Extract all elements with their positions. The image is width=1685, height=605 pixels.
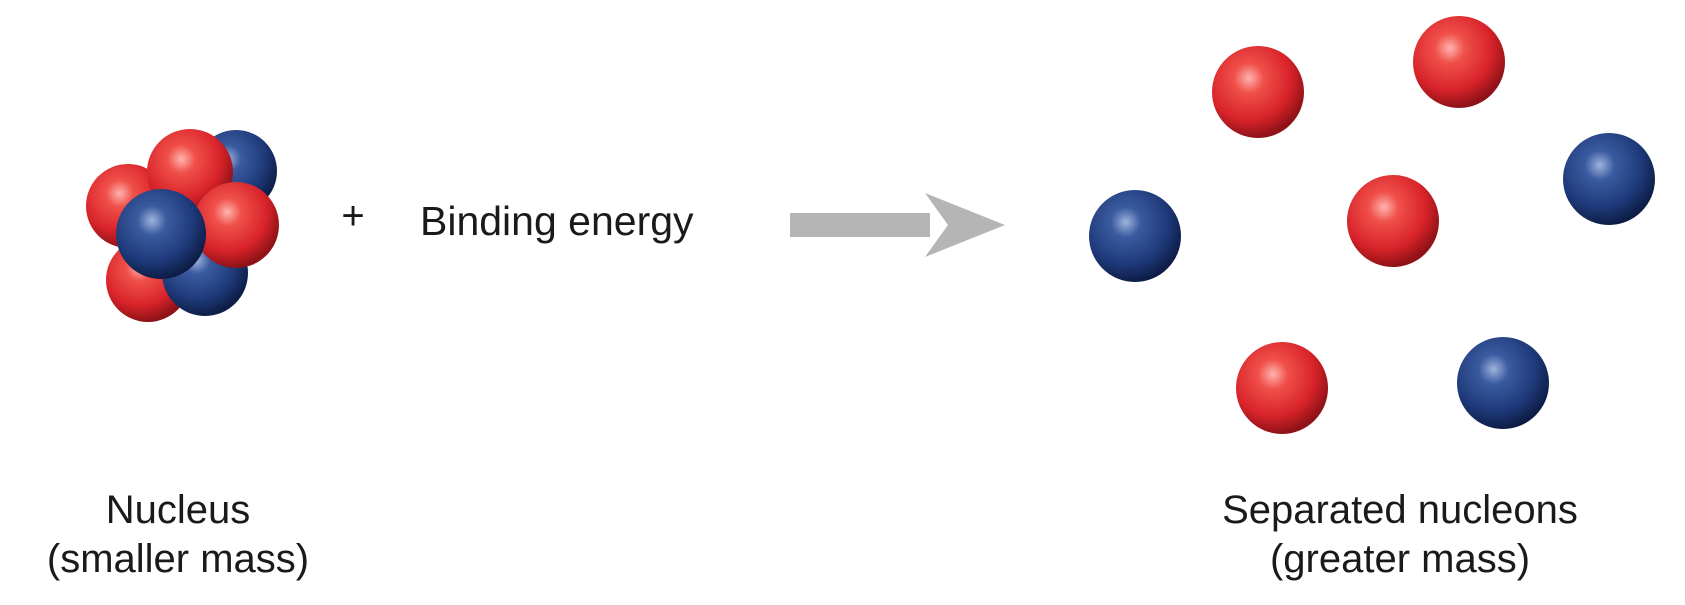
proton-sphere bbox=[1212, 46, 1304, 138]
proton-sphere bbox=[1347, 175, 1439, 267]
separated-nucleons bbox=[1089, 16, 1655, 434]
separated-nucleons-caption-line1: Separated nucleons bbox=[1222, 488, 1578, 532]
separated-nucleons-caption-line2: (greater mass) bbox=[1269, 536, 1531, 581]
proton-sphere bbox=[1236, 342, 1328, 434]
binding-energy-label: Binding energy bbox=[420, 198, 694, 244]
proton-sphere bbox=[1413, 16, 1505, 108]
plus-sign: + bbox=[341, 194, 365, 238]
nucleus-caption-line2: (smaller mass) bbox=[46, 536, 310, 581]
right-arrow-icon bbox=[790, 193, 1005, 257]
nucleus-caption: Nucleus (smaller mass) bbox=[18, 486, 338, 584]
nucleus-cluster bbox=[86, 129, 279, 322]
nucleus-caption-line1: Nucleus bbox=[105, 488, 251, 532]
neutron-sphere bbox=[116, 189, 206, 279]
neutron-sphere bbox=[1089, 190, 1181, 282]
separated-nucleons-caption: Separated nucleons (greater mass) bbox=[1170, 486, 1630, 584]
neutron-sphere bbox=[1457, 337, 1549, 429]
neutron-sphere bbox=[1563, 133, 1655, 225]
proton-sphere bbox=[193, 182, 279, 268]
